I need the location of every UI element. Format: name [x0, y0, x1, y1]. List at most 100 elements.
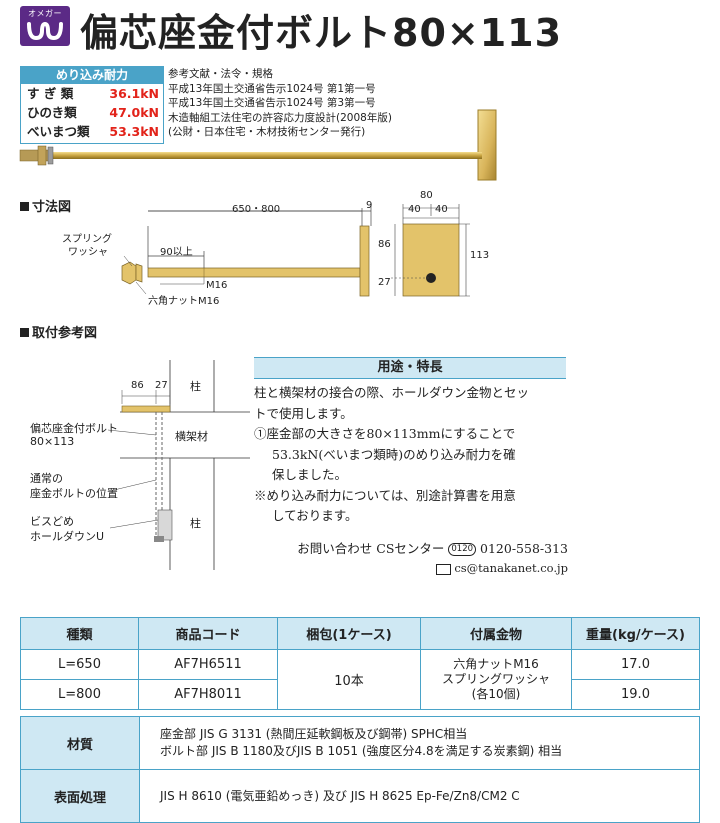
dimension-drawing: [121, 204, 470, 297]
spec-table: 種類 商品コード 梱包(1ケース) 付属金物 重量(kg/ケース) L=650 …: [20, 617, 700, 710]
type-cell: L=650: [20, 649, 139, 680]
column-header: 梱包(1ケース): [277, 617, 421, 650]
contact-email[interactable]: cs@tanakanet.co.jp: [454, 561, 568, 575]
bolt-name-label: 80×113: [30, 435, 75, 448]
column-header: 商品コード: [138, 617, 278, 650]
reference-line: 木造軸組工法住宅の許容応力度設計(2008年版): [168, 111, 392, 124]
material-line: ボルト部 JIS B 1180及びJIS B 1051 (強度区分4.8を満足す…: [160, 744, 563, 758]
mail-icon: [436, 563, 452, 575]
install-drawing: [107, 360, 250, 570]
strength-heading: めり込み耐力: [21, 67, 163, 84]
spring-washer-label: スプリング: [62, 234, 112, 245]
normal-bolt-label: 通常の: [30, 472, 63, 485]
holdown-label: ビスどめ: [30, 515, 74, 528]
column-top-label: 柱: [190, 380, 201, 393]
strength-row: べいまつ類 53.3kN: [21, 122, 163, 141]
material-cell: 座金部 JIS G 3131 (熱間圧延軟鋼板及び鋼帯) SPHC相当 ボルト部…: [139, 716, 700, 770]
brand-logo: オメガー: [20, 6, 70, 46]
plate-width-label: 80: [420, 190, 433, 201]
uses-text: 柱と横架材の接合の際、ホールダウン金物とセッ トで使用します。 ①座金部の大きさ…: [254, 383, 574, 527]
bolt-size-label: M16: [206, 280, 228, 291]
strength-label: べいまつ類: [27, 124, 90, 139]
uses-line: 柱と横架材の接合の際、ホールダウン金物とセッ: [254, 385, 530, 400]
dimension-heading: 寸法図: [20, 196, 71, 215]
length-label: 650・800: [232, 204, 281, 215]
packing-cell: 10本: [277, 649, 421, 710]
reference-line: 平成13年国土交通省告示1024号 第1第一号: [168, 82, 376, 95]
material-table: 材質 座金部 JIS G 3131 (熱間圧延軟鋼板及び鋼帯) SPHC相当 ボ…: [20, 716, 700, 823]
height-upper-label: 86: [378, 239, 391, 250]
contact-info: お問い合わせ CSセンター 0120 0120-558-313 cs@tanak…: [254, 538, 568, 575]
plate-half-width-label: 40: [435, 204, 448, 215]
uses-line: 保しました。: [272, 467, 348, 482]
strength-label: す ぎ 類: [27, 86, 74, 101]
product-photo: [19, 109, 497, 181]
material-line: 座金部 JIS G 3131 (熱間圧延軟鋼板及び鋼帯) SPHC相当: [160, 727, 468, 741]
omega-mark-icon: [27, 21, 63, 41]
hardware-cell: 六角ナットM16 スプリングワッシャ (各10個): [420, 649, 572, 710]
plate-half-width-label: 40: [408, 204, 421, 215]
beam-label: 横架材: [175, 430, 208, 443]
uses-line: ※めり込み耐力については、別途計算書を用意: [254, 487, 516, 503]
washer-plate-shape: [477, 109, 497, 181]
table-row: L=650 AF7H6511 10本 六角ナットM16 スプリングワッシャ (各…: [20, 649, 700, 710]
contact-phone-line: お問い合わせ CSセンター 0120 0120-558-313: [254, 538, 568, 557]
page-title: 偏芯座金付ボルト80×113: [80, 11, 563, 55]
spring-washer-shape: [47, 146, 54, 165]
bolt-rod-shape: [46, 152, 482, 159]
column-header: 付属金物: [420, 617, 572, 650]
reference-line: 平成13年国土交通省告示1024号 第3第一号: [168, 97, 376, 109]
install-dim-label: 27: [155, 380, 168, 391]
plate-thickness-label: 9: [366, 200, 373, 211]
embedment-strength-box: めり込み耐力 す ぎ 類 36.1kN ひのき類 47.0kN べいまつ類 53…: [20, 66, 164, 144]
bolt-name-label: 偏芯座金付ボルト: [30, 422, 118, 435]
reference-line: (公財・日本住宅・木材技術センター発行): [168, 126, 366, 138]
table-row: L=800 AF7H8011 19.0: [20, 679, 700, 710]
material-label: 材質: [20, 716, 140, 770]
type-cell: L=800: [20, 679, 139, 710]
weight-cell: 19.0: [571, 679, 700, 710]
free-dial-icon: 0120: [448, 543, 477, 556]
strength-row: ひのき類 47.0kN: [21, 103, 163, 122]
uses-line: 53.3kN(べいまつ類時)のめり込み耐力を確: [272, 446, 516, 462]
holdown-label: ホールダウンU: [30, 530, 105, 543]
column-header: 重量(kg/ケース): [571, 617, 700, 650]
logo-caption: オメガー: [28, 9, 62, 18]
contact-email-line: cs@tanakanet.co.jp: [254, 561, 568, 575]
hardware-line: 六角ナットM16: [453, 657, 539, 671]
uses-line: ①座金部の大きさを80×113mmにすることで: [254, 426, 516, 441]
spring-washer-label: ワッシャ: [68, 247, 108, 258]
column-bottom-label: 柱: [190, 517, 201, 530]
height-total-label: 113: [470, 250, 490, 261]
hex-nut-label: 六角ナットM16: [148, 296, 220, 307]
reference-line: 参考文献・法令・規格: [168, 68, 273, 80]
thread-length-label: 90以上: [160, 247, 193, 258]
references-list: 参考文献・法令・規格 平成13年国土交通省告示1024号 第1第一号 平成13年…: [168, 67, 392, 140]
table-header-row: 種類 商品コード 梱包(1ケース) 付属金物 重量(kg/ケース): [20, 617, 700, 650]
height-lower-label: 27: [378, 277, 391, 288]
code-cell: AF7H6511: [138, 649, 278, 680]
hardware-line: (各10個): [471, 687, 521, 701]
column-header: 種類: [20, 617, 139, 650]
install-heading: 取付参考図: [20, 322, 97, 341]
strength-label: ひのき類: [27, 105, 77, 120]
normal-bolt-label: 座金ボルトの位置: [30, 487, 118, 500]
contact-prefix: お問い合わせ CSセンター: [297, 541, 445, 556]
uses-heading: 用途・特長: [254, 357, 566, 379]
nut-shape: [37, 145, 47, 166]
strength-value: 36.1kN: [109, 86, 159, 101]
strength-value: 53.3kN: [109, 124, 159, 139]
weight-cell: 17.0: [571, 649, 700, 680]
table-row: 材質 座金部 JIS G 3131 (熱間圧延軟鋼板及び鋼帯) SPHC相当 ボ…: [20, 716, 700, 770]
table-row: 表面処理 JIS H 8610 (電気亜鉛めっき) 及び JIS H 8625 …: [20, 769, 700, 823]
strength-value: 47.0kN: [109, 105, 159, 120]
strength-row: す ぎ 類 36.1kN: [21, 84, 163, 103]
uses-line: トで使用します。: [254, 405, 353, 421]
code-cell: AF7H8011: [138, 679, 278, 710]
finish-label: 表面処理: [20, 769, 140, 823]
uses-line: しております。: [272, 508, 358, 523]
install-dim-label: 86: [131, 380, 144, 391]
contact-phone[interactable]: 0120-558-313: [480, 541, 568, 556]
finish-cell: JIS H 8610 (電気亜鉛めっき) 及び JIS H 8625 Ep-Fe…: [139, 769, 700, 823]
hardware-line: スプリングワッシャ: [441, 672, 550, 686]
